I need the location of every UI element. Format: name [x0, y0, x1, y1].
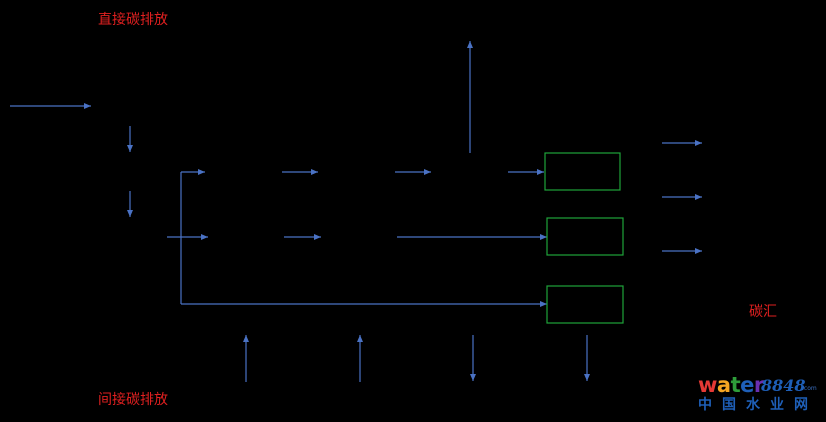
- carbon-sink-label: 碳汇: [749, 304, 777, 320]
- indirect-emission-label: 间接碳排放: [98, 392, 168, 408]
- process-box-2: [546, 217, 624, 256]
- process-box-1: [544, 152, 621, 191]
- logo-number: 8848: [761, 376, 806, 395]
- logo-word: water: [698, 373, 764, 397]
- logo-tagline: 中国水业网: [698, 397, 818, 413]
- site-logo: water 8848 .com 中国水业网: [698, 373, 822, 417]
- direct-emission-label: 直接碳排放: [98, 12, 168, 28]
- process-box-3: [546, 285, 624, 324]
- logo-suffix: .com: [802, 385, 817, 392]
